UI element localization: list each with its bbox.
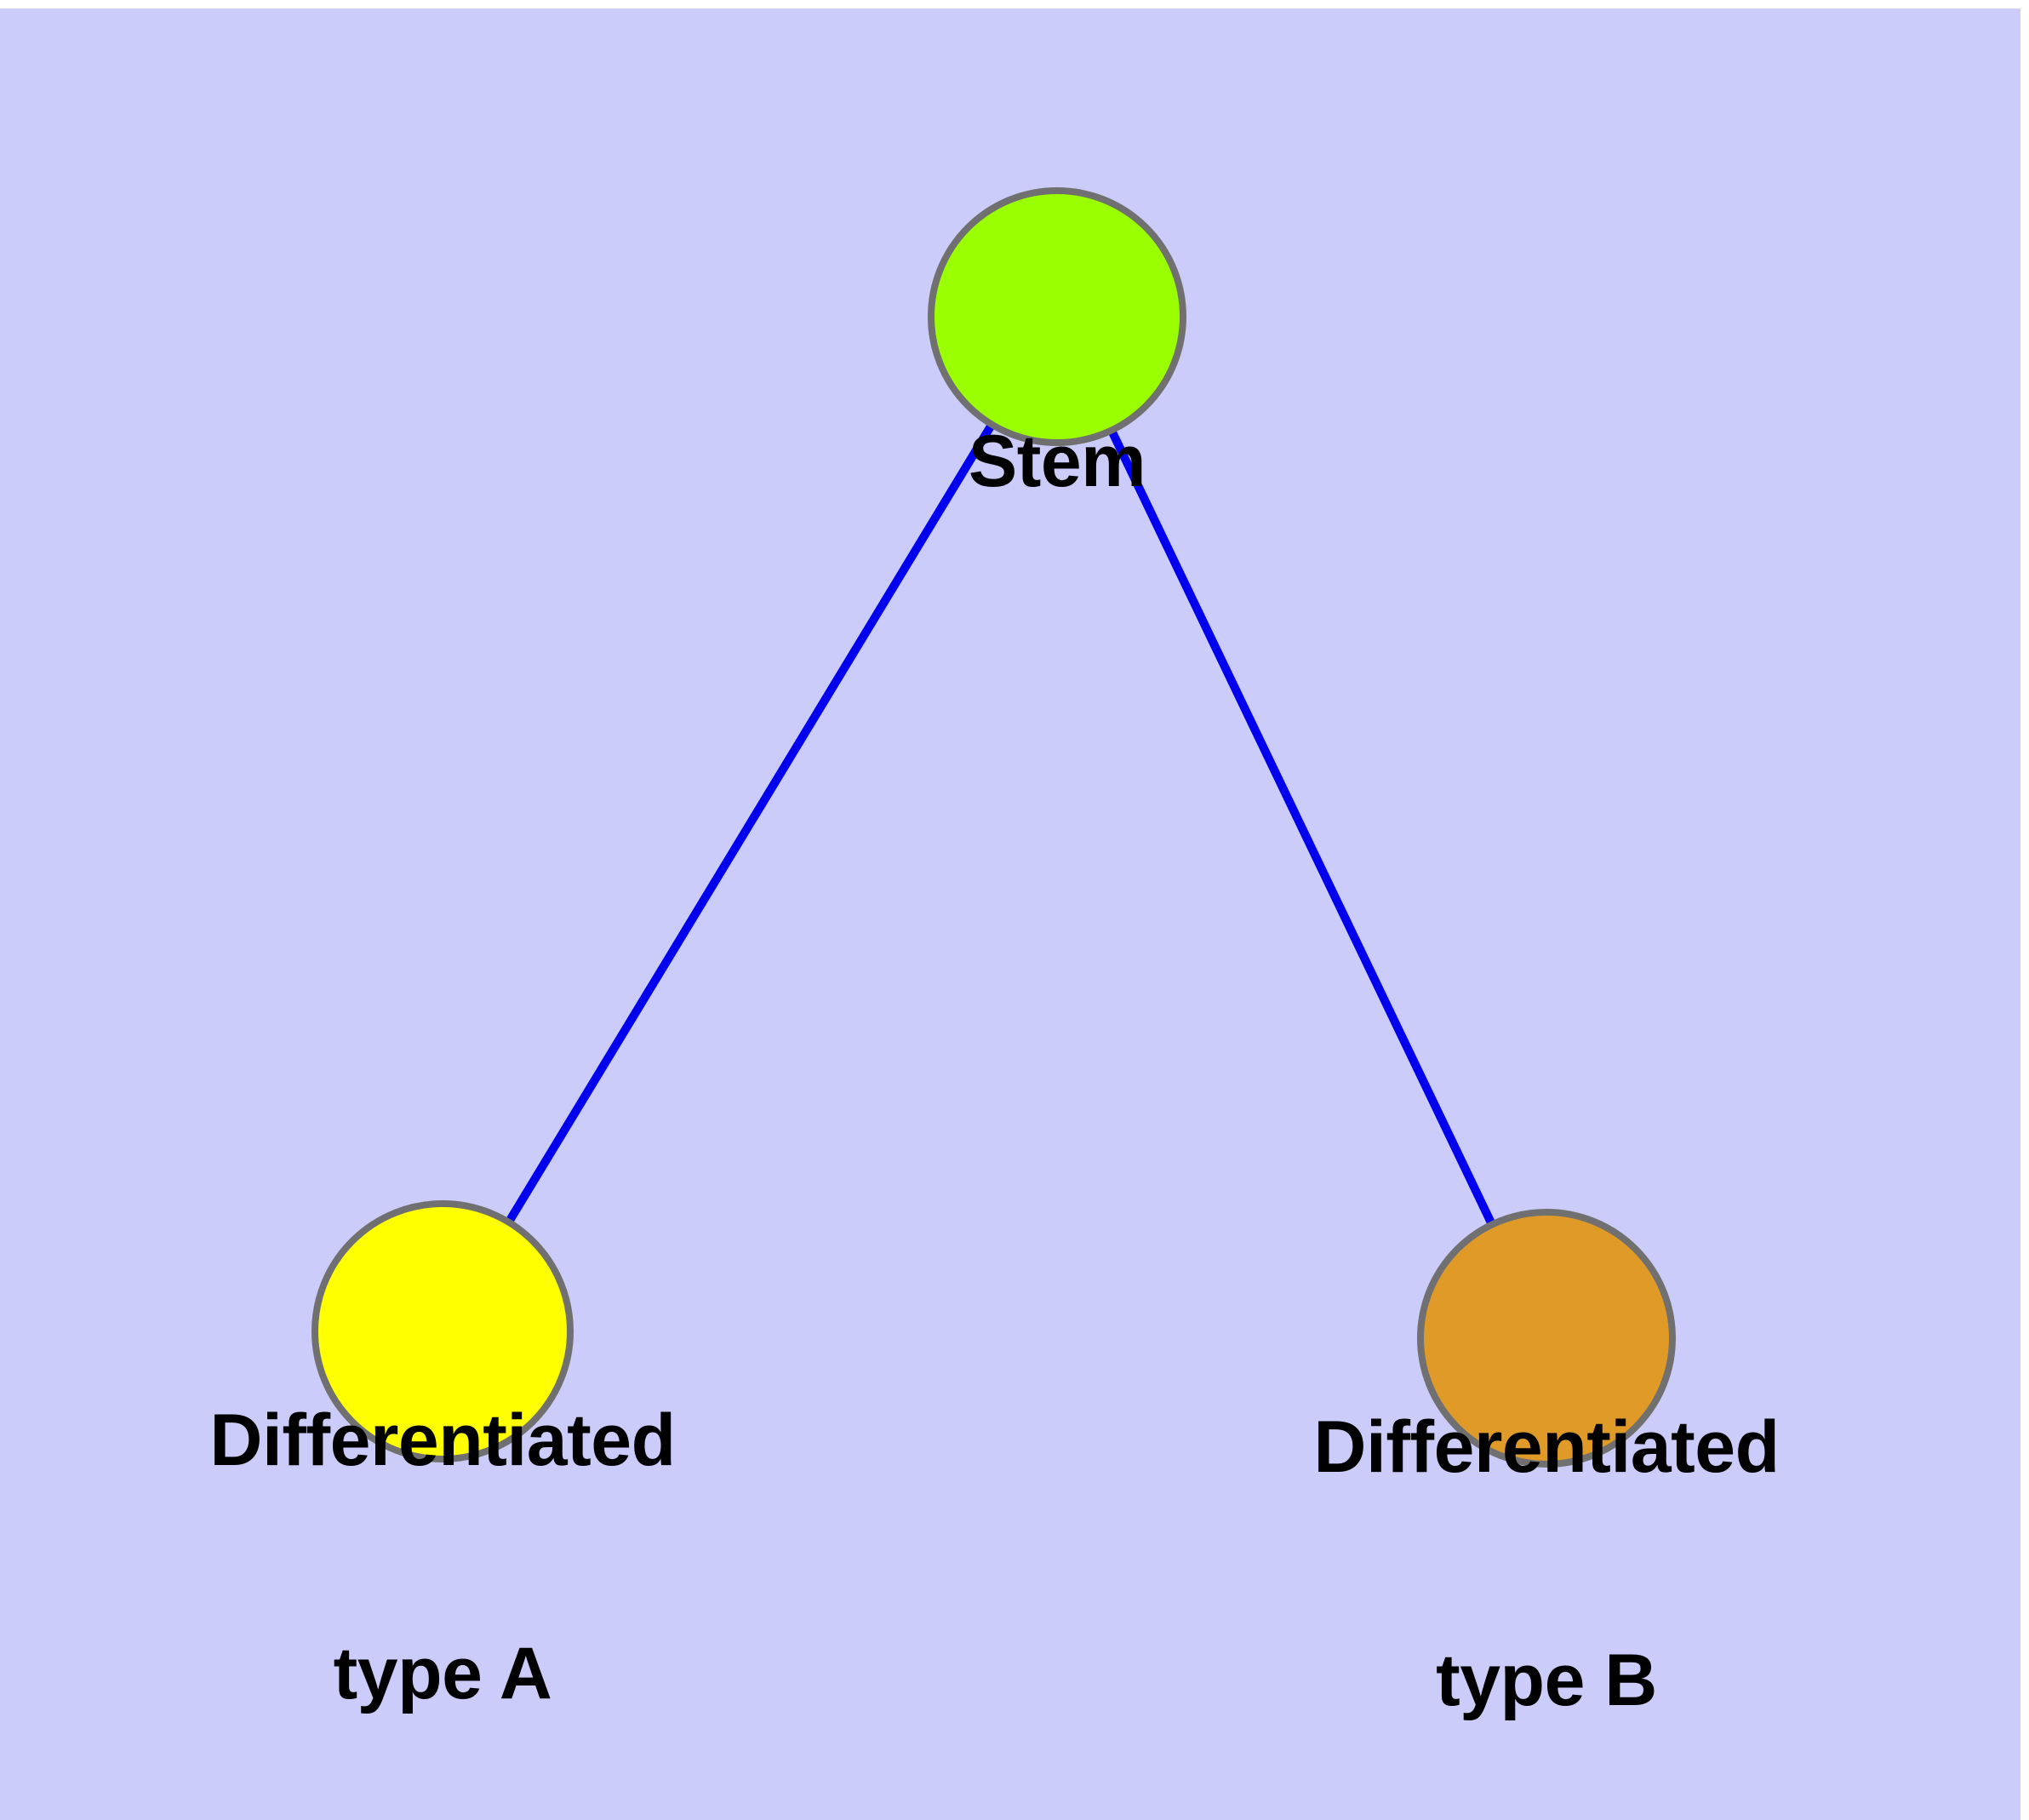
edge-stem-to-differentiated-type-a[interactable] <box>505 421 996 1225</box>
node-differentiated-type-a[interactable] <box>311 1200 574 1462</box>
edge-layer <box>505 421 1496 1227</box>
edge-stem-to-differentiated-type-b[interactable] <box>1107 428 1496 1227</box>
node-differentiated-type-b[interactable] <box>1417 1209 1676 1468</box>
node-stem[interactable] <box>928 187 1186 446</box>
node-layer <box>311 187 1676 1468</box>
